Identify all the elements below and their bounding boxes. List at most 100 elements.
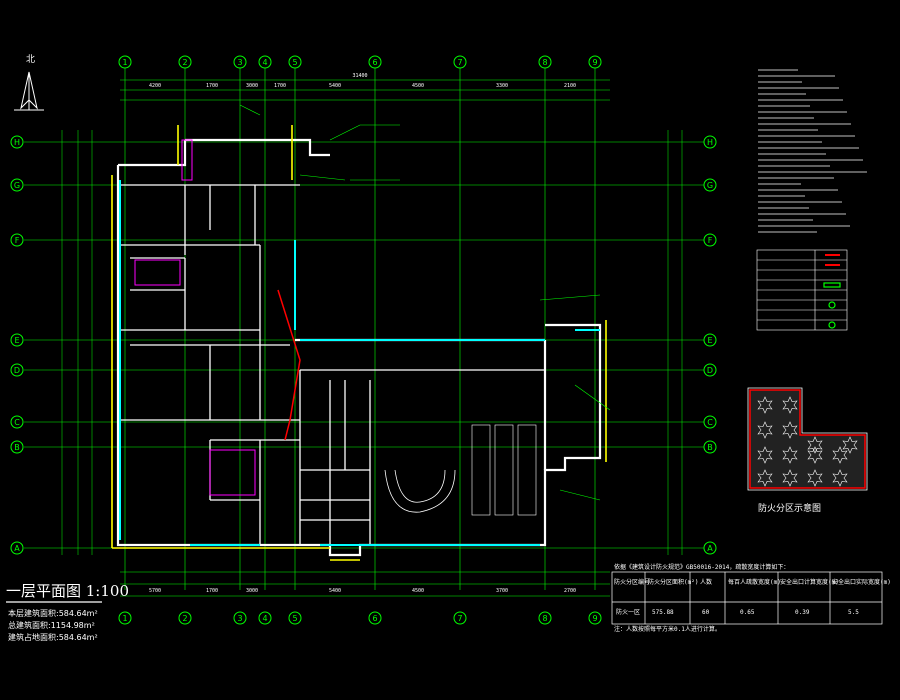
axis-label-right: B — [707, 443, 713, 452]
fire-zone-hatch-star — [807, 446, 823, 464]
dim-top: 1700 — [274, 83, 286, 89]
axis-bubble-top — [258, 55, 272, 69]
axis-label-left: C — [14, 418, 20, 427]
dim-bottom: 1700 — [206, 588, 218, 594]
table-header-3: 每百人疏散宽度(m) — [728, 579, 781, 586]
dim-bottom: 5700 — [149, 588, 161, 594]
axis-bubble-bottom — [453, 611, 467, 625]
axis-label-right: A — [707, 544, 713, 553]
axis-label-right: G — [707, 181, 713, 190]
axis-label-right: D — [707, 366, 713, 375]
axis-bubble-left — [10, 415, 24, 429]
axis-bubble-bottom — [178, 611, 192, 625]
axis-label-left: B — [14, 443, 20, 452]
fire-zone-hatch-star — [782, 446, 798, 464]
axis-bubble-left — [10, 440, 24, 454]
axis-label-left: D — [14, 366, 20, 375]
axis-label-top: 4 — [262, 58, 267, 67]
dim-bottom: 5400 — [329, 588, 341, 594]
axis-label-top: 1 — [122, 58, 127, 67]
table-cell-4: 0.39 — [795, 609, 810, 616]
table-header-5: 安全出口实际宽度(m) — [832, 579, 891, 586]
axis-label-left: A — [14, 544, 20, 553]
axis-bubble-bottom — [118, 611, 132, 625]
dim-overall: 31400 — [352, 73, 367, 79]
axis-label-left: F — [15, 236, 20, 245]
axis-bubble-top — [453, 55, 467, 69]
axis-bubble-right — [703, 415, 717, 429]
fire-zone-hatch-star — [782, 421, 798, 439]
table-header-1: 防火分区面积(m²) — [648, 579, 699, 586]
axis-label-right: H — [707, 138, 713, 147]
drawing-title: 一层平面图 1:100 — [6, 582, 129, 600]
axis-bubble-bottom — [288, 611, 302, 625]
axis-bubble-right — [703, 363, 717, 377]
axis-bubble-bottom — [233, 611, 247, 625]
fire-zone-hatch-star — [832, 469, 848, 487]
axis-label-left: E — [14, 336, 19, 345]
table-cell-0: 防火一区 — [616, 609, 641, 616]
dim-top: 4200 — [149, 83, 161, 89]
dim-top: 3000 — [246, 83, 258, 89]
axis-bubble-bottom — [368, 611, 382, 625]
axis-label-top: 8 — [542, 58, 547, 67]
axis-bubble-top — [588, 55, 602, 69]
axis-label-bottom: 1 — [122, 614, 127, 623]
axis-label-top: 2 — [182, 58, 187, 67]
table-note: 依据《建筑设计防火规范》GB50016-2014，疏散宽度计算如下： — [614, 564, 790, 571]
dim-top: 4500 — [412, 83, 424, 89]
axis-label-top: 6 — [372, 58, 377, 67]
axis-bubble-right — [703, 135, 717, 149]
axis-bubble-right — [703, 233, 717, 247]
axis-label-left: G — [14, 181, 20, 190]
fire-zone-hatch-star — [807, 436, 823, 454]
axis-label-bottom: 6 — [372, 614, 377, 623]
axis-bubble-top — [288, 55, 302, 69]
fire-zone-hatch-star — [782, 469, 798, 487]
axis-bubble-top — [178, 55, 192, 69]
table-footnote: 注：人数按照每平方米0.1人进行计算。 — [614, 626, 721, 633]
axis-label-top: 7 — [457, 58, 462, 67]
table-header-2: 人数 — [700, 579, 713, 586]
axis-label-bottom: 5 — [292, 614, 297, 623]
axis-bubble-top — [368, 55, 382, 69]
axis-bubble-top — [538, 55, 552, 69]
fire-zone-hatch-star — [832, 446, 848, 464]
fire-zone-hatch-star — [757, 469, 773, 487]
table-cell-5: 5.5 — [848, 609, 859, 616]
axis-bubble-right — [703, 541, 717, 555]
fire-zone-hatch-star — [757, 396, 773, 414]
axis-label-bottom: 4 — [262, 614, 267, 623]
axis-bubble-bottom — [538, 611, 552, 625]
axis-bubble-left — [10, 541, 24, 555]
axis-bubble-right — [703, 440, 717, 454]
stat-floor-area: 本层建筑面积:584.64m² — [8, 609, 98, 618]
fire-zone-hatch-star — [807, 469, 823, 487]
dim-bottom: 3700 — [496, 588, 508, 594]
axis-bubble-bottom — [258, 611, 272, 625]
axis-label-bottom: 9 — [592, 614, 597, 623]
axis-label-right: F — [708, 236, 713, 245]
table-cell-2: 60 — [702, 609, 710, 616]
axis-bubble-left — [10, 135, 24, 149]
dim-top: 5400 — [329, 83, 341, 89]
dim-bottom: 3000 — [246, 588, 258, 594]
axis-label-bottom: 8 — [542, 614, 547, 623]
north-label: 北 — [26, 55, 36, 65]
fire-zone-title: 防火分区示意图 — [758, 504, 822, 514]
dim-bottom: 4500 — [412, 588, 424, 594]
axis-bubble-top — [233, 55, 247, 69]
axis-bubble-top — [118, 55, 132, 69]
axis-bubble-right — [703, 178, 717, 192]
fire-zone-hatch-star — [757, 421, 773, 439]
axis-label-left: H — [14, 138, 20, 147]
axis-label-top: 3 — [237, 58, 242, 67]
axis-bubble-bottom — [588, 611, 602, 625]
fire-zone-hatch-star — [757, 446, 773, 464]
stat-footprint: 建筑占地面积:584.64m² — [8, 633, 98, 642]
axis-bubble-left — [10, 363, 24, 377]
dim-top: 3300 — [496, 83, 508, 89]
axis-label-bottom: 3 — [237, 614, 242, 623]
axis-label-bottom: 7 — [457, 614, 462, 623]
axis-bubble-left — [10, 178, 24, 192]
